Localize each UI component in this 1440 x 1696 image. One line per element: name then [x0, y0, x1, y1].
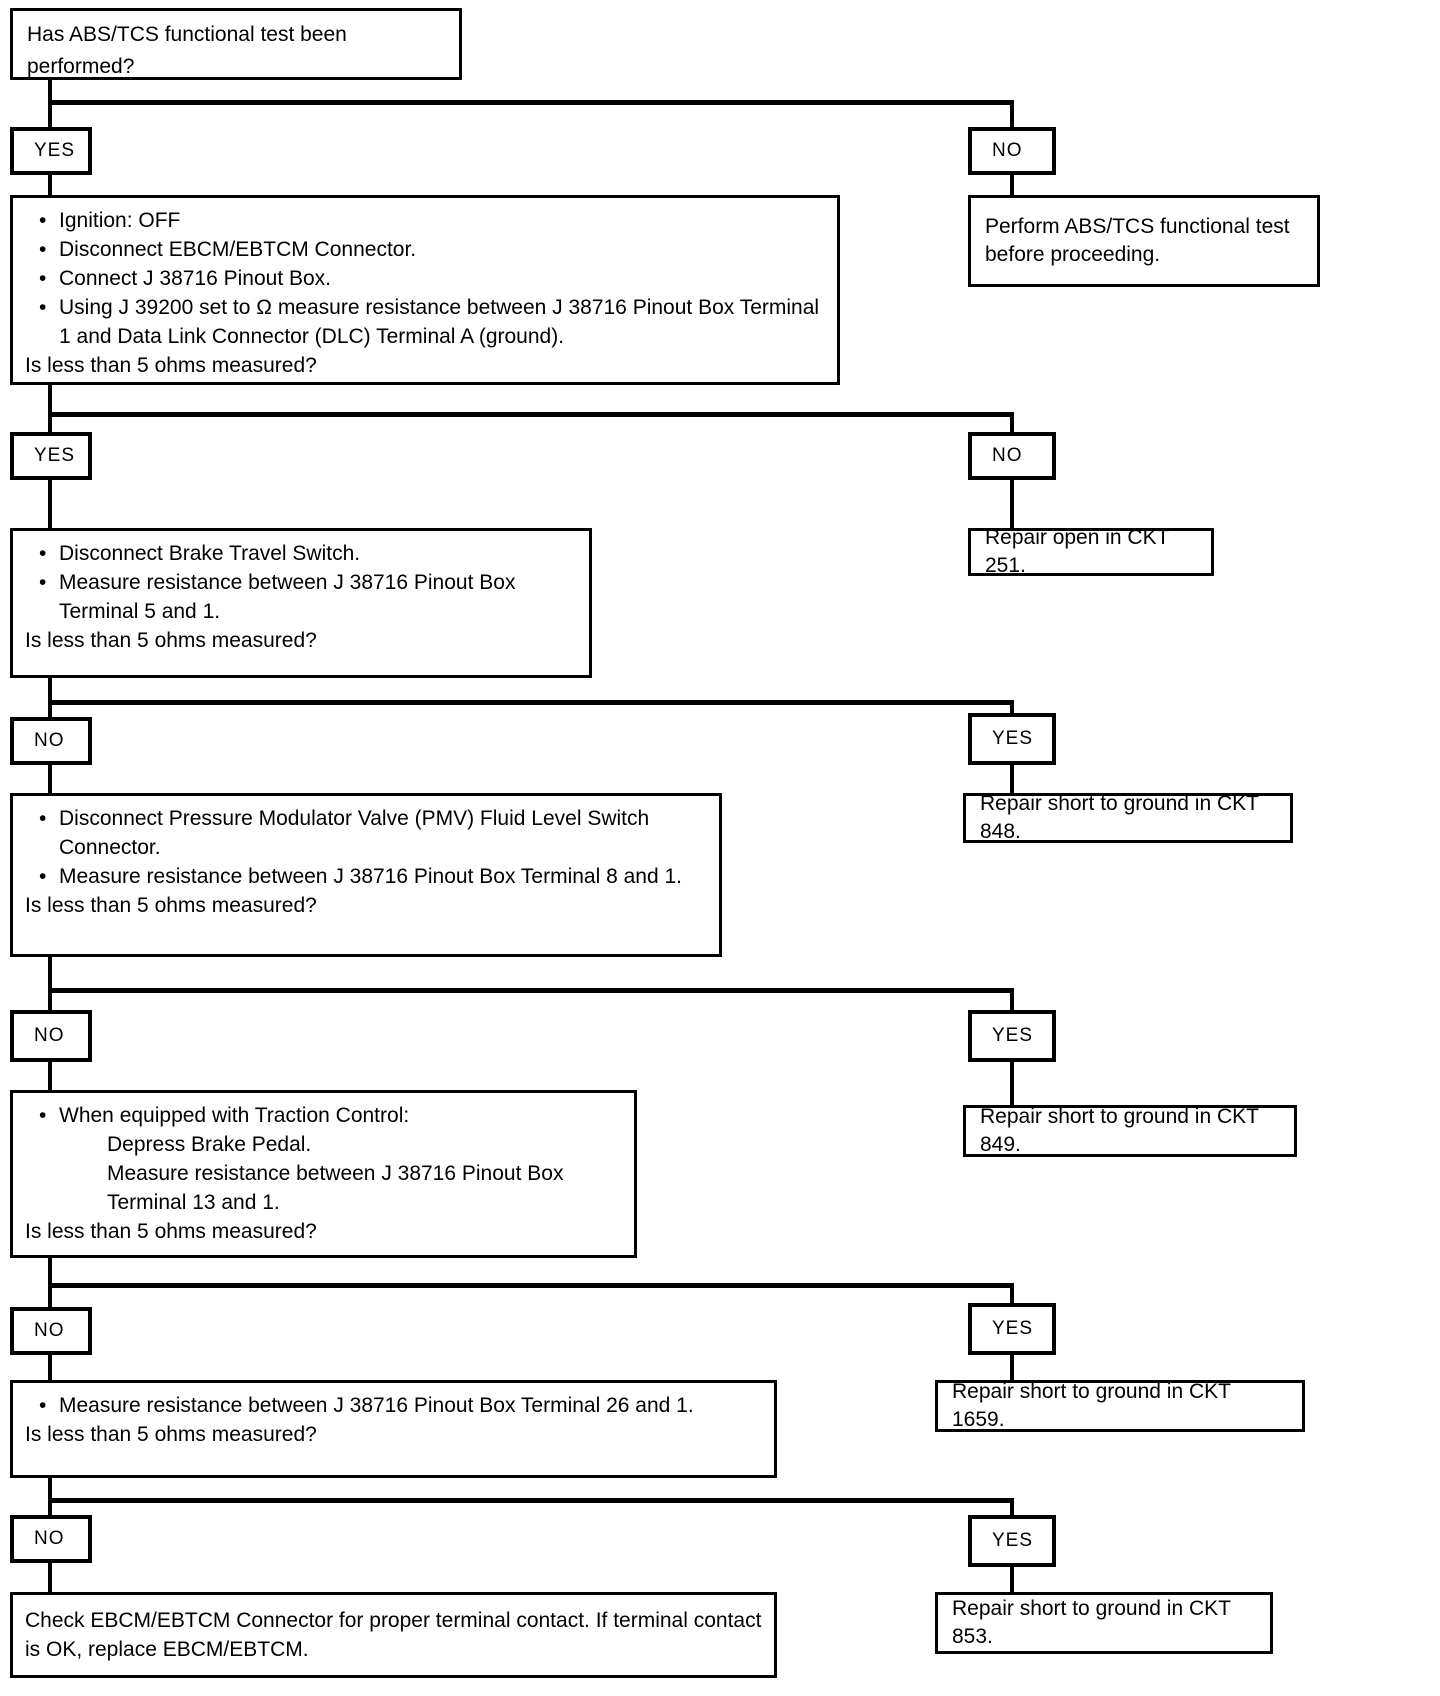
- bullet-icon: [39, 540, 59, 569]
- question-line: Is less than 5 ohms measured?: [25, 628, 317, 652]
- branch-label-yes: YES: [10, 127, 92, 175]
- step-line: Disconnect Pressure Modulator Valve (PMV…: [25, 805, 707, 863]
- connector-line: [48, 765, 52, 793]
- connector-line: [1010, 1355, 1014, 1380]
- bullet-icon: [39, 569, 59, 627]
- branch-label-yes: YES: [10, 432, 92, 480]
- step-line: Depress Brake Pedal.: [107, 1132, 312, 1156]
- result-box-ckt-1659: Repair short to ground in CKT 1659.: [935, 1380, 1305, 1432]
- bullet-icon: [39, 1102, 59, 1131]
- step-box-6: Check EBCM/EBTCM Connector for proper te…: [10, 1592, 777, 1678]
- branch-label-no: NO: [10, 1010, 92, 1062]
- connector-line: [48, 678, 52, 717]
- branch-label-no: NO: [10, 717, 92, 765]
- connector-line: [48, 100, 1014, 105]
- connector-line: [1010, 1062, 1014, 1105]
- step-line: Ignition: OFF: [25, 207, 825, 236]
- bullet-icon: [39, 805, 59, 863]
- step-line: Measure resistance between J 38716 Pinou…: [25, 569, 577, 627]
- connector-line: [1010, 175, 1014, 195]
- step-line: Check EBCM/EBTCM Connector for proper te…: [25, 1609, 762, 1661]
- step-box-1: Ignition: OFF Disconnect EBCM/EBTCM Conn…: [10, 195, 840, 385]
- step-line: Disconnect Brake Travel Switch.: [25, 540, 577, 569]
- result-box-ckt-848: Repair short to ground in CKT 848.: [963, 792, 1293, 843]
- bullet-icon: [39, 863, 59, 892]
- connector-line: [1010, 993, 1014, 1010]
- branch-label-no: NO: [968, 432, 1056, 480]
- step-box-2: Disconnect Brake Travel Switch. Measure …: [10, 528, 592, 678]
- question-line: Is less than 5 ohms measured?: [25, 1422, 317, 1446]
- question-line: Is less than 5 ohms measured?: [25, 893, 317, 917]
- connector-line: [1010, 417, 1014, 432]
- step-line: Disconnect EBCM/EBTCM Connector.: [25, 236, 825, 265]
- connector-line: [1010, 705, 1014, 717]
- branch-label-no: NO: [10, 1515, 92, 1563]
- bullet-icon: [39, 265, 59, 294]
- result-box-perform-test: Perform ABS/TCS functional test before p…: [968, 195, 1320, 287]
- step-line: Connect J 38716 Pinout Box.: [25, 265, 825, 294]
- connector-line: [1010, 1567, 1014, 1592]
- connector-line: [48, 1563, 52, 1592]
- step-line: Measure resistance between J 38716 Pinou…: [107, 1161, 564, 1214]
- question-line: Is less than 5 ohms measured?: [25, 353, 317, 377]
- root-question-text: Has ABS/TCS functional test been perform…: [27, 23, 347, 78]
- step-line: Measure resistance between J 38716 Pinou…: [25, 863, 707, 892]
- connector-line: [48, 412, 1014, 417]
- result-box-ckt-853: Repair short to ground in CKT 853.: [935, 1592, 1273, 1654]
- step-line: When equipped with Traction Control:: [25, 1102, 622, 1131]
- branch-label-yes: YES: [968, 1303, 1056, 1355]
- connector-line: [1010, 1503, 1014, 1515]
- connector-line: [48, 988, 1014, 993]
- connector-line: [48, 175, 52, 195]
- connector-line: [1010, 1288, 1014, 1307]
- connector-line: [48, 1062, 52, 1090]
- result-box-ckt-251: Repair open in CKT 251.: [968, 526, 1214, 577]
- branch-label-yes: YES: [968, 1515, 1056, 1567]
- connector-line: [48, 957, 52, 1010]
- connector-line: [48, 1258, 52, 1307]
- branch-label-yes: YES: [968, 713, 1056, 765]
- connector-line: [1010, 105, 1014, 127]
- connector-line: [48, 1498, 1014, 1503]
- step-box-5: Measure resistance between J 38716 Pinou…: [10, 1380, 777, 1478]
- decision-box-root: Has ABS/TCS functional test been perform…: [10, 8, 462, 80]
- step-line: Using J 39200 set to Ω measure resistanc…: [25, 294, 825, 352]
- step-box-3: Disconnect Pressure Modulator Valve (PMV…: [10, 793, 722, 957]
- connector-line: [48, 480, 52, 528]
- branch-label-yes: YES: [968, 1010, 1056, 1062]
- bullet-icon: [39, 236, 59, 265]
- connector-line: [48, 1355, 52, 1380]
- connector-line: [1010, 765, 1014, 793]
- branch-label-no: NO: [968, 127, 1056, 175]
- question-line: Is less than 5 ohms measured?: [25, 1219, 317, 1243]
- connector-line: [48, 385, 52, 432]
- connector-line: [48, 1478, 52, 1515]
- bullet-icon: [39, 207, 59, 236]
- branch-label-no: NO: [10, 1307, 92, 1355]
- result-box-ckt-849: Repair short to ground in CKT 849.: [963, 1105, 1297, 1157]
- step-line: Measure resistance between J 38716 Pinou…: [25, 1392, 762, 1421]
- connector-line: [48, 1283, 1014, 1288]
- connector-line: [1010, 480, 1014, 528]
- connector-line: [48, 700, 1014, 705]
- bullet-icon: [39, 294, 59, 352]
- step-box-4: When equipped with Traction Control: Dep…: [10, 1090, 637, 1258]
- bullet-icon: [39, 1392, 59, 1421]
